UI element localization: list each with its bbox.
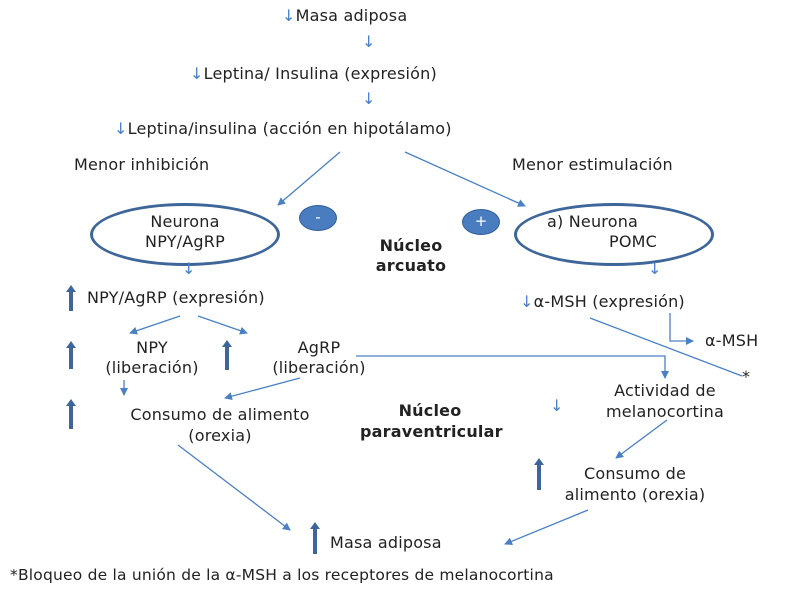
down-arrow-icon: ↓ [362, 32, 376, 51]
arrow-to-neuron-npy [277, 151, 341, 206]
arrow-agrp-to-actividad [356, 355, 669, 379]
minus-badge: - [299, 205, 337, 231]
consumo-left-1: Consumo de alimento [130, 405, 310, 424]
consumo-right-1: Consumo de [583, 464, 687, 483]
neuron-npy-label-1: Neurona [150, 212, 220, 231]
arrow-actividad-to-consumo [615, 419, 668, 459]
leptina-accion: ↓Leptina/insulina (acción en hipotálamo) [114, 119, 452, 139]
down-arrow-icon: ↓ [520, 292, 534, 311]
nucleo-paraventricular-1: Núcleo [398, 401, 462, 420]
masa-adiposa-top: ↓Masa adiposa [282, 6, 407, 26]
plus-badge: + [462, 209, 500, 235]
down-arrow-icon: ↓ [648, 259, 662, 278]
menor-estimulacion: Menor estimulación [512, 155, 673, 174]
msh-expresion: ↓α-MSH (expresión) [520, 292, 685, 312]
footnote: *Bloqueo de la unión de la α-MSH a los r… [10, 566, 554, 584]
leptina-expresion-label: Leptina/ Insulina (expresión) [203, 64, 437, 83]
arrow-to-agrp-liberacion [197, 315, 248, 335]
leptina-expresion: ↓Leptina/ Insulina (expresión) [190, 64, 437, 84]
down-arrow-icon: ↓ [282, 6, 296, 25]
up-arrow-icon [310, 522, 320, 554]
up-arrow-icon [222, 340, 232, 370]
arrow-right-consumo-to-masa [504, 509, 589, 546]
masa-adiposa-top-label: Masa adiposa [295, 6, 408, 25]
down-arrow-icon: ↓ [190, 64, 204, 83]
leptina-accion-label: Leptina/insulina (acción en hipotálamo) [127, 119, 452, 138]
npy-agrp-expresion: NPY/AgRP (expresión) [87, 288, 265, 307]
agrp-liberacion-2: (liberación) [272, 358, 366, 377]
down-arrow-icon: ↓ [362, 89, 376, 108]
arrow-to-neuron-pomc [404, 151, 526, 207]
arrow-agrp-to-consumo [224, 377, 301, 401]
down-arrow-icon: ↓ [182, 259, 196, 278]
neuron-pomc-label-1: a) Neurona [547, 212, 639, 231]
nucleo-paraventricular-2: paraventricular [360, 422, 503, 441]
asterisk-mark: * [742, 367, 751, 386]
nucleo-arcuato-2: arcuato [375, 256, 447, 275]
msh-liberada: α-MSH [705, 331, 759, 350]
menor-inhibicion: Menor inhibición [74, 155, 210, 174]
arrow-to-msh-released [669, 313, 694, 345]
neuron-npy-agrp: Neurona NPY/AgRP [90, 203, 280, 266]
npy-liberacion-1: NPY [136, 338, 168, 357]
neuron-npy-label-2: NPY/AgRP [145, 232, 225, 251]
msh-expresion-label: α-MSH (expresión) [533, 292, 685, 311]
agrp-liberacion-1: AgRP [297, 338, 341, 357]
actividad-melanocortina-2: melanocortina [605, 402, 725, 421]
down-arrow-icon: ↓ [114, 119, 128, 138]
inhibition-line [589, 317, 743, 377]
up-arrow-icon [66, 341, 76, 369]
neuron-pomc-label-2: POMC [609, 232, 658, 251]
npy-liberacion-2: (liberación) [105, 358, 199, 377]
consumo-right-2: alimento (orexia) [564, 485, 706, 504]
masa-adiposa-bottom: Masa adiposa [330, 533, 442, 552]
down-arrow-icon: ↓ [550, 396, 564, 415]
up-arrow-icon [534, 458, 544, 490]
up-arrow-icon [66, 285, 76, 311]
nucleo-arcuato-1: Núcleo [379, 236, 443, 255]
arrow-to-npy-liberacion [129, 315, 181, 335]
actividad-melanocortina-1: Actividad de [614, 381, 716, 400]
up-arrow-icon [66, 399, 76, 429]
arrow-left-consumo-to-masa [177, 444, 291, 531]
consumo-left-2: (orexia) [188, 426, 252, 445]
neuron-pomc: a) Neurona POMC [514, 203, 714, 266]
